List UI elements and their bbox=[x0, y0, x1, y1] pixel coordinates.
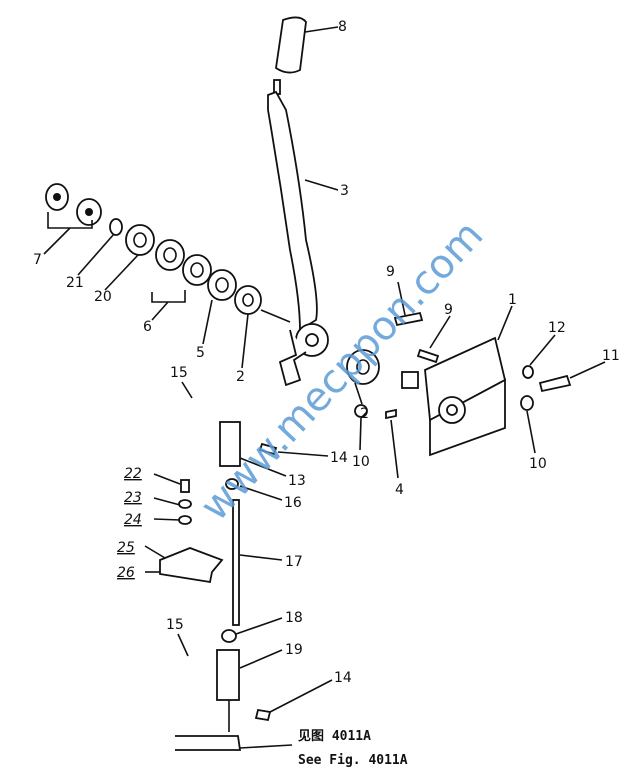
callout-14: 14 bbox=[330, 450, 348, 466]
callout-21: 21 bbox=[66, 275, 84, 291]
callout-15: 15 bbox=[170, 365, 188, 381]
callout-10: 10 bbox=[352, 454, 370, 470]
reference-english: See Fig. 4011A bbox=[298, 753, 408, 768]
callout-26: 26 bbox=[117, 565, 135, 581]
callout-23: 23 bbox=[124, 490, 142, 506]
reference-chinese: 见图 4011A bbox=[298, 729, 371, 744]
leader-lines bbox=[43, 26, 606, 749]
part-bracket bbox=[354, 311, 572, 457]
callout-2: 2 bbox=[236, 369, 245, 385]
callout-10: 10 bbox=[529, 456, 547, 472]
callout-labels: 8 3 7 21 20 6 5 2 9 9 1 12 11 15 2 10 4 … bbox=[33, 19, 620, 686]
callout-7: 7 bbox=[33, 252, 42, 268]
callout-22: 22 bbox=[124, 466, 142, 482]
callout-2: 2 bbox=[360, 406, 369, 422]
callout-16: 16 bbox=[284, 495, 302, 511]
callout-18: 18 bbox=[285, 610, 303, 626]
part-lever bbox=[267, 90, 329, 387]
callout-24: 24 bbox=[124, 512, 142, 528]
part-linkage bbox=[159, 421, 278, 751]
callout-13: 13 bbox=[288, 473, 306, 489]
callout-12: 12 bbox=[548, 320, 566, 336]
callout-19: 19 bbox=[285, 642, 303, 658]
callout-1: 1 bbox=[508, 292, 517, 308]
callout-17: 17 bbox=[285, 554, 303, 570]
callout-20: 20 bbox=[94, 289, 112, 305]
callout-3: 3 bbox=[340, 183, 349, 199]
callout-25: 25 bbox=[117, 540, 135, 556]
part-knob bbox=[273, 16, 307, 95]
part-nuts-7 bbox=[45, 183, 102, 226]
callout-5: 5 bbox=[196, 345, 205, 361]
part-washers bbox=[109, 218, 380, 385]
callout-11: 11 bbox=[602, 348, 620, 364]
callout-14: 14 bbox=[334, 670, 352, 686]
callout-6: 6 bbox=[143, 319, 152, 335]
callout-9: 9 bbox=[444, 302, 453, 318]
callout-15: 15 bbox=[166, 617, 184, 633]
callout-4: 4 bbox=[395, 482, 404, 498]
callout-8: 8 bbox=[338, 19, 347, 35]
callout-9: 9 bbox=[386, 264, 395, 280]
